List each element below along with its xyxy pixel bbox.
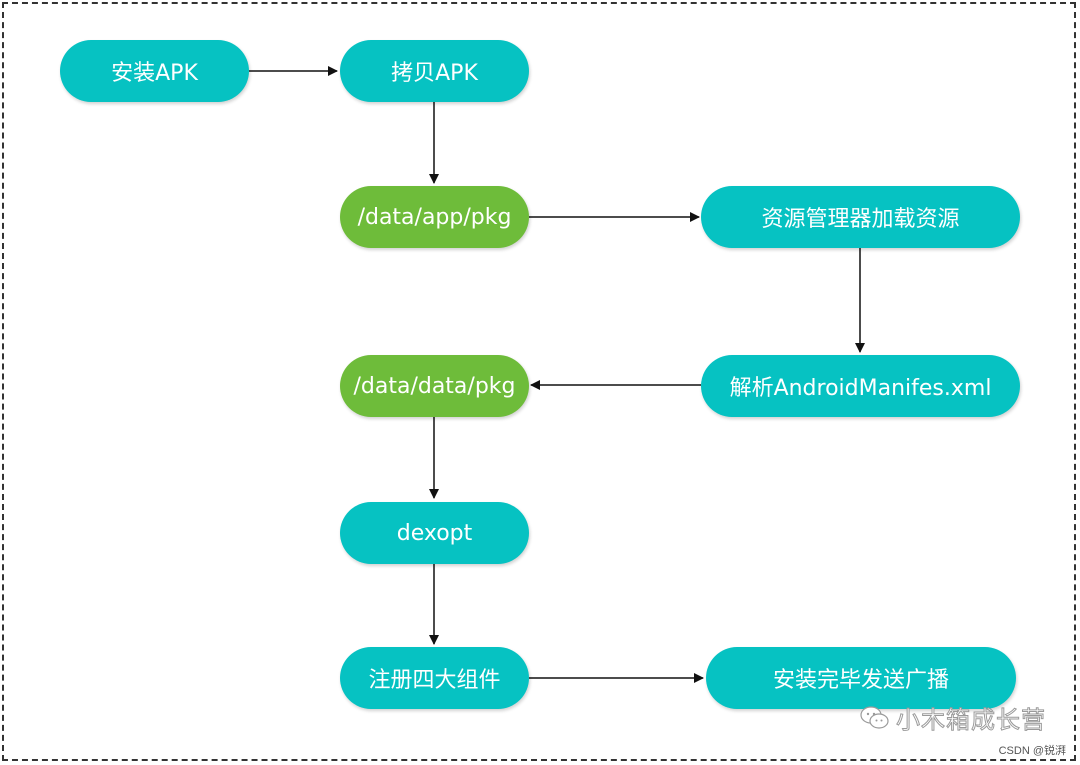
node-dexopt: dexopt — [340, 502, 529, 564]
wechat-icon — [860, 705, 889, 729]
watermark-text: 小木箱成长营 — [896, 706, 1046, 735]
node-parse-manifest: 解析AndroidManifes.xml — [701, 355, 1020, 417]
node-data-data-pkg: /data/data/pkg — [340, 355, 529, 417]
node-copy-apk: 拷贝APK — [340, 40, 529, 102]
node-install-apk: 安装APK — [60, 40, 249, 102]
node-install-complete: 安装完毕发送广播 — [706, 647, 1016, 709]
credit-text: CSDN @锐湃 — [998, 745, 1066, 757]
node-data-app-pkg: /data/app/pkg — [340, 186, 529, 248]
node-resource-manager: 资源管理器加载资源 — [701, 186, 1020, 248]
node-register-components: 注册四大组件 — [340, 647, 529, 709]
watermark: 小木箱成长营 — [860, 700, 1046, 735]
